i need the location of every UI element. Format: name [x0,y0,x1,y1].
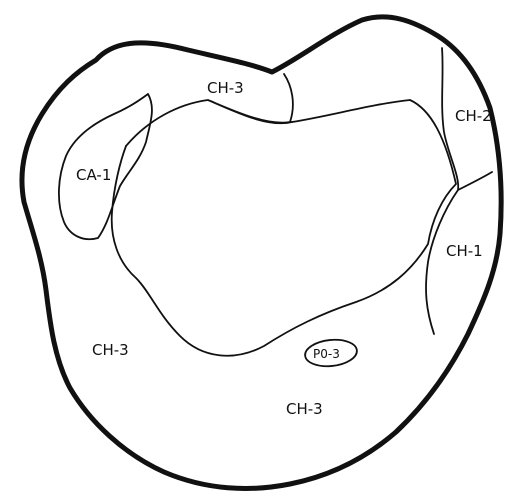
label-south-ch3: CH-3 [286,400,323,418]
label-p03: P0-3 [313,347,340,361]
ch2-boundary [441,47,493,191]
p03-region [304,338,358,368]
label-sw-ch3: CH-3 [92,341,129,359]
label-ne-ch2: CH-2 [455,107,492,125]
ca1-region [58,93,153,241]
outer-boundary [19,14,504,491]
label-top-ch3: CH-3 [207,79,244,97]
central-region-boundary [125,73,294,147]
central-lobe-boundary [110,99,457,357]
label-ca1: CA-1 [76,166,111,184]
ch1-boundary [425,189,459,335]
label-east-ch1: CH-1 [446,242,483,260]
